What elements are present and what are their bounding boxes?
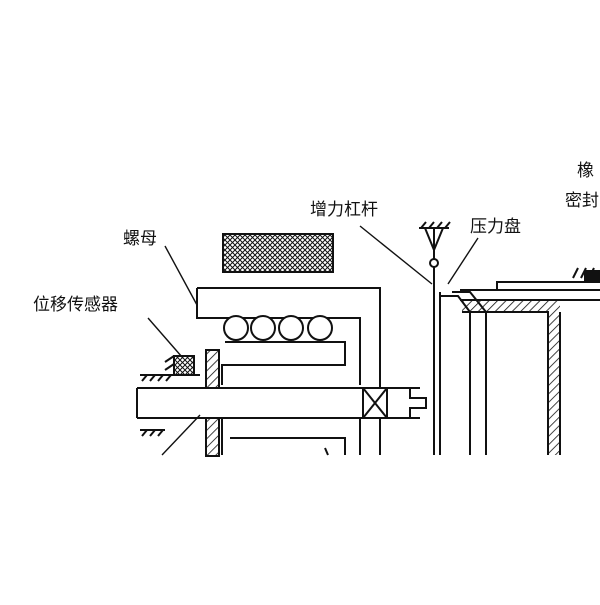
housing-top-hatch [462, 300, 560, 312]
ball-1 [223, 315, 249, 341]
label-seal: 密封 [565, 191, 599, 211]
ball-3 [278, 315, 304, 341]
leader-nut [164, 245, 198, 306]
label-rubber: 橡 [577, 161, 594, 181]
leader-pressure-plate [447, 237, 479, 285]
leader-shaft [161, 414, 201, 456]
ball-2 [250, 315, 276, 341]
ball-4 [307, 315, 333, 341]
leader-sensor [147, 317, 183, 358]
label-force-lever: 增力杠杆 [310, 200, 378, 220]
sensor-ground-hatch [164, 355, 175, 371]
sensor-block [173, 355, 195, 376]
pivot-joint [429, 258, 439, 268]
crosshatch-block [222, 233, 334, 273]
seal-block [584, 270, 600, 283]
hatched-plate-lower [205, 417, 220, 457]
hatched-plate-upper [205, 349, 220, 389]
pivot-support [419, 221, 451, 260]
pressure-plate-strip [440, 291, 487, 455]
force-lever [433, 267, 441, 455]
nut-body [196, 287, 381, 455]
leader-force-lever [359, 225, 433, 285]
label-displacement-sensor: 位移传感器 [33, 295, 118, 315]
housing-top [460, 289, 600, 301]
lower-body [221, 418, 361, 456]
housing-wall-hatch [548, 312, 560, 455]
ground-upper [140, 374, 200, 382]
ground-lower [140, 429, 165, 437]
bearing-cross [362, 387, 388, 419]
shaft-end [409, 388, 427, 418]
label-nut: 螺母 [123, 229, 157, 249]
nut-inner [221, 317, 361, 385]
label-pressure-plate: 压力盘 [470, 217, 521, 237]
